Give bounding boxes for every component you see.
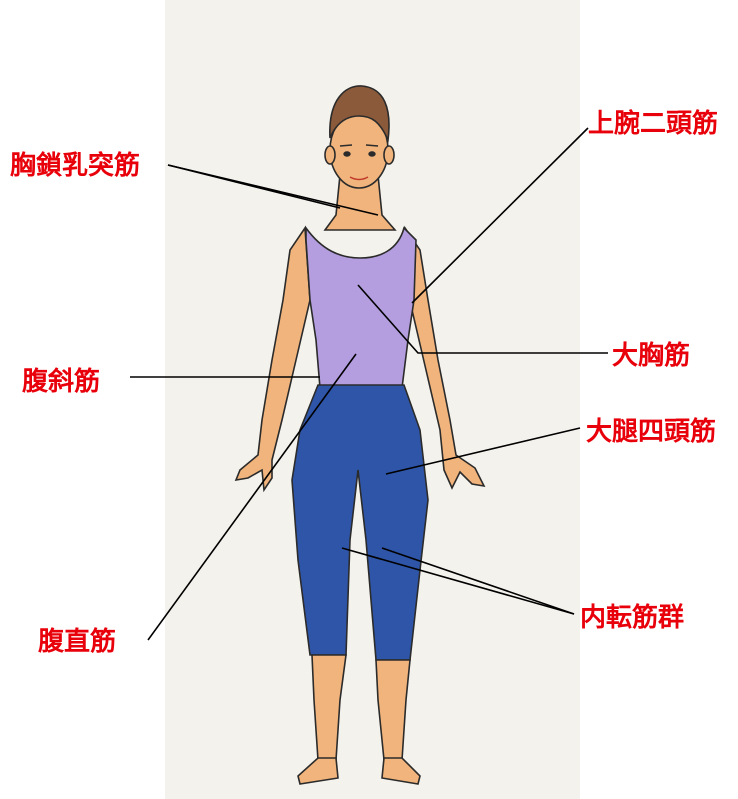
label-biceps: 上腕二頭筋 <box>588 109 718 139</box>
right-ear <box>384 146 394 164</box>
label-obliques: 腹斜筋 <box>22 367 100 397</box>
label-adductors: 内転筋群 <box>580 603 684 633</box>
label-quadriceps: 大腿四頭筋 <box>586 417 716 447</box>
left-eyebrow <box>340 145 352 146</box>
left-eye <box>344 152 350 156</box>
right-eyebrow <box>366 145 378 146</box>
left-ear <box>325 146 335 164</box>
label-sternocleidomastoid: 胸鎖乳突筋 <box>10 151 140 181</box>
label-pectoralis: 大胸筋 <box>612 341 690 371</box>
label-rectus-abdominis: 腹直筋 <box>38 627 116 657</box>
right-eye <box>369 152 375 156</box>
